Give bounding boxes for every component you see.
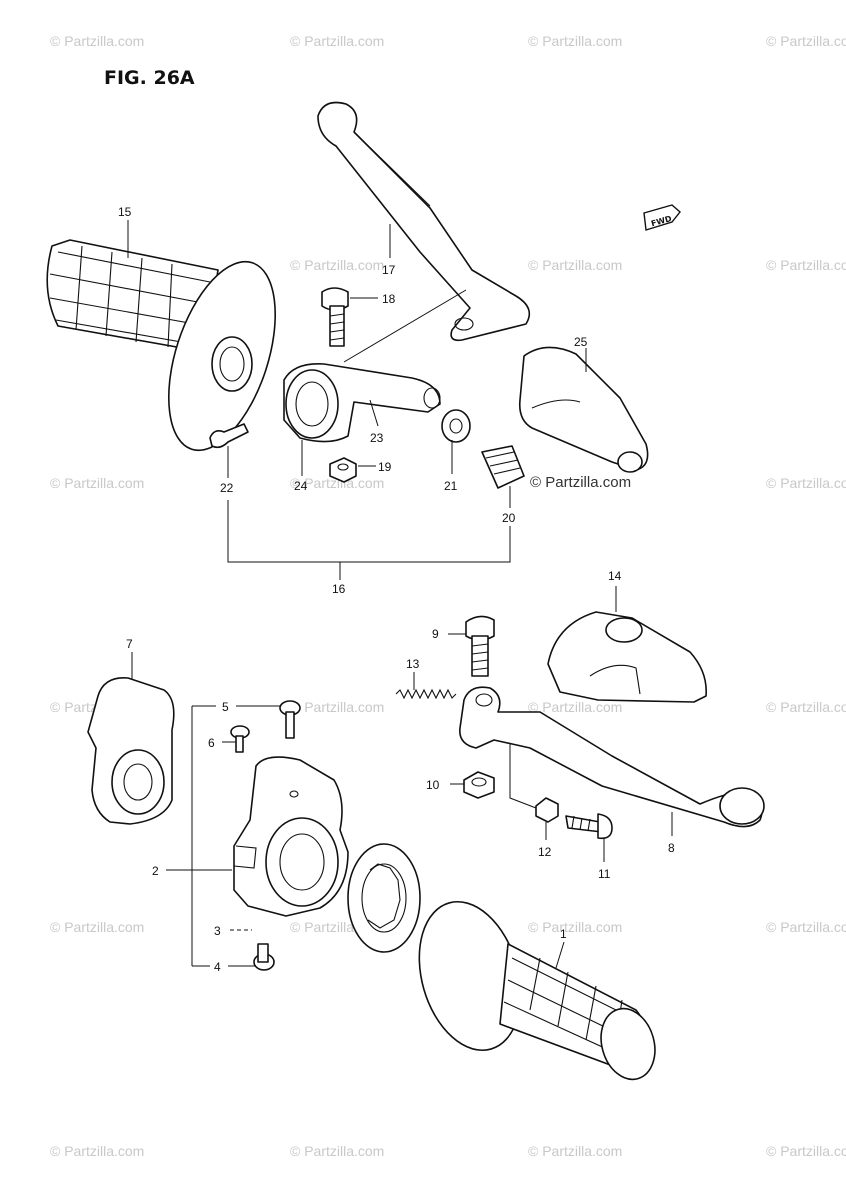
callout-17: 17 <box>382 263 396 277</box>
bolt-11 <box>565 813 613 840</box>
callout-5: 5 <box>222 700 229 714</box>
callout-4: 4 <box>214 960 221 974</box>
callout-3: 3 <box>214 924 221 938</box>
nut-10 <box>463 771 495 799</box>
callout-21: 21 <box>444 479 458 493</box>
right-grip <box>418 900 656 1081</box>
callout-24: 24 <box>294 479 308 493</box>
watermark: © Partzilla.com <box>528 699 622 715</box>
brake-lever <box>459 686 765 828</box>
screw-6 <box>230 725 250 753</box>
callout-12: 12 <box>538 845 552 859</box>
watermark: © Partzilla.com <box>290 1143 384 1159</box>
pivot-bolt-9 <box>465 615 495 677</box>
callout-19: 19 <box>378 460 392 474</box>
screw-5 <box>279 700 301 739</box>
watermark: © Partzilla.com <box>766 699 846 715</box>
spring-13 <box>395 688 457 700</box>
watermark: © Partzilla.com <box>50 919 144 935</box>
lever-cover-14 <box>547 611 707 703</box>
callout-15: 15 <box>118 205 132 219</box>
throttle-housing-2 <box>233 756 349 917</box>
watermark: © Partzilla.com <box>290 475 384 491</box>
left-grip <box>46 239 277 452</box>
watermark: © Partzilla.com <box>766 33 846 49</box>
locknut-21 <box>441 409 471 443</box>
callout-25: 25 <box>574 335 588 349</box>
watermark-strong: © Partzilla.com <box>530 474 631 491</box>
adjuster-20 <box>481 445 525 489</box>
callout-20: 20 <box>502 511 516 525</box>
callout-7: 7 <box>126 637 133 651</box>
watermark: © Partzilla.com <box>528 33 622 49</box>
callout-16: 16 <box>332 582 346 596</box>
bolt-18 <box>321 287 349 347</box>
callouts: 15 17 18 25 23 19 24 21 22 20 16 14 9 13… <box>118 205 675 974</box>
watermark: © Partzilla.com <box>528 1143 622 1159</box>
callout-23: 23 <box>370 431 384 445</box>
watermark: © Partzilla.com <box>766 1143 846 1159</box>
nut-19 <box>329 457 357 483</box>
forward-arrow-icon: FWD <box>643 204 681 231</box>
callout-18: 18 <box>382 292 396 306</box>
leader-lines <box>127 220 673 969</box>
callout-14: 14 <box>608 569 622 583</box>
watermark: © Partzilla.com <box>766 919 846 935</box>
screw-4 <box>253 943 275 971</box>
callout-10: 10 <box>426 778 440 792</box>
callout-2: 2 <box>152 864 159 878</box>
watermark: © Partzilla.com <box>50 33 144 49</box>
switch-cover-7 <box>87 677 175 825</box>
callout-13: 13 <box>406 657 420 671</box>
watermark: © Partzilla.com <box>290 257 384 273</box>
lever-cover-25 <box>518 346 649 473</box>
callout-8: 8 <box>668 841 675 855</box>
throttle-pulley <box>347 843 421 953</box>
lever-holder <box>283 363 441 443</box>
watermark: © Partzilla.com <box>528 257 622 273</box>
watermark: © Partzilla.com <box>766 257 846 273</box>
watermark: © Partzilla.com <box>766 475 846 491</box>
callout-22: 22 <box>220 481 234 495</box>
watermark: © Partzilla.com <box>290 33 384 49</box>
watermark: © Partzilla.com <box>528 919 622 935</box>
callout-1: 1 <box>560 927 567 941</box>
figure-title: FIG. 26A <box>104 67 195 89</box>
nut-12 <box>535 797 559 823</box>
watermark: © Partzilla.com <box>50 1143 144 1159</box>
watermark-grid: © Partzilla.com © Partzilla.com © Partzi… <box>50 33 846 1159</box>
callout-11: 11 <box>598 867 611 881</box>
screw-22 <box>209 423 249 449</box>
clutch-lever <box>317 101 531 342</box>
watermark: © Partzilla.com <box>50 475 144 491</box>
callout-9: 9 <box>432 627 439 641</box>
callout-6: 6 <box>208 736 215 750</box>
watermark: © Partzilla.com <box>290 699 384 715</box>
